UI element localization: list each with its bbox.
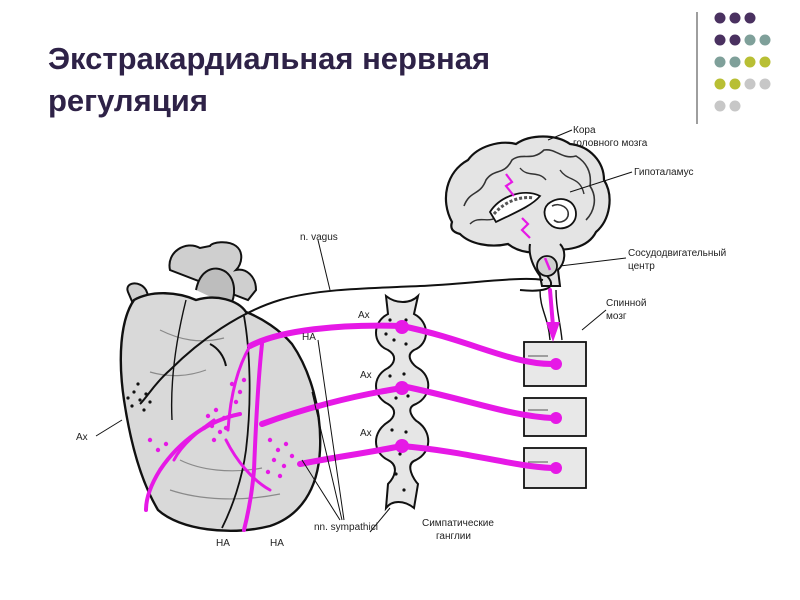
label-ax-mid: Ax (360, 370, 372, 381)
label-hypothalamus: Гипоталамус (634, 167, 694, 178)
label-ax-top: Ax (358, 310, 370, 321)
label-ha-bottom-left: HA (216, 538, 230, 549)
label-sympathici: nn. sympathici (314, 522, 378, 533)
label-ha-bottom-right: HA (270, 538, 284, 549)
label-vagus: n. vagus (300, 232, 338, 243)
spinal-cord (524, 290, 586, 488)
label-ha-top: HA (302, 332, 316, 343)
label-vasomotor-2: центр (628, 261, 655, 272)
label-spinal-1: Спинной (606, 298, 646, 309)
label-ax-left: Ax (76, 432, 88, 443)
label-ax-low: Ax (360, 428, 372, 439)
label-spinal-2: мозг (606, 311, 627, 322)
brain (446, 137, 610, 287)
label-cortex-1: Кора (573, 125, 596, 136)
label-vasomotor-1: Сосудодвигательный (628, 248, 726, 259)
label-cortex-2: головного мозга (573, 138, 648, 149)
label-ganglia-2: ганглии (436, 531, 471, 542)
label-ganglia-1: Симпатические (422, 518, 494, 529)
